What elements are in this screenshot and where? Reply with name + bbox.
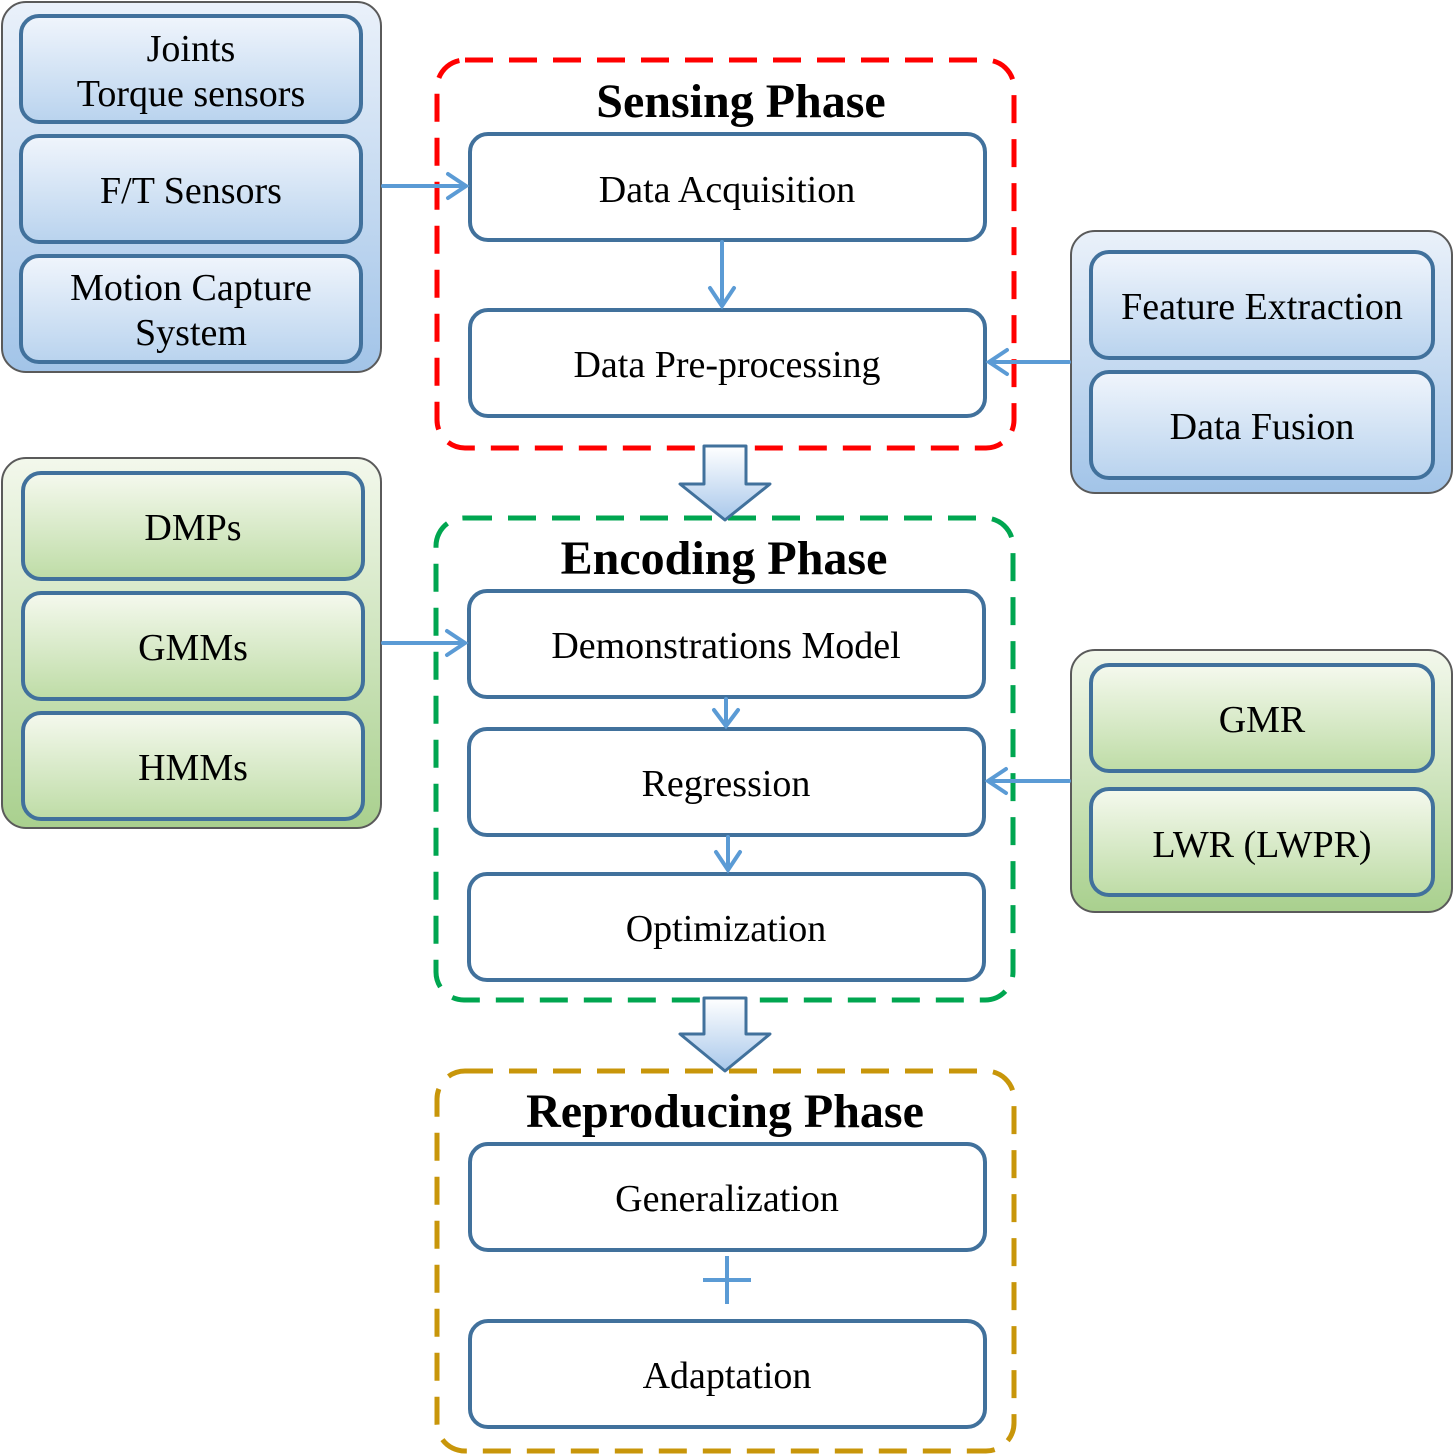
dmps-label: DMPs — [144, 507, 241, 549]
sensing-phase: Sensing Phase Data Acquisition Data Pre-… — [434, 57, 1017, 451]
block-arrow-sensing-to-encoding — [678, 444, 772, 522]
step-demonstrations-model: Demonstrations Model — [467, 589, 986, 699]
sensor-label-ft-sensors: F/T Sensors — [100, 170, 282, 212]
gmr-label: GMR — [1219, 699, 1306, 741]
hmms-label: HMMs — [138, 747, 248, 789]
arrow-demonstrations-to-regression — [712, 697, 740, 730]
arrow-acquisition-to-preprocessing — [708, 240, 736, 310]
preprocessing-item-data-fusion: Data Fusion — [1089, 370, 1435, 480]
step-optimization: Optimization — [467, 872, 986, 982]
encoding-phase-title: Encoding Phase — [561, 532, 888, 585]
optimization-label: Optimization — [626, 908, 827, 950]
gmms-label: GMMs — [138, 627, 248, 669]
arrow-features-to-preprocessing — [985, 348, 1071, 376]
preprocessing-group: Feature Extraction Data Fusion — [1070, 230, 1453, 494]
sensor-label-torque-sensors: Torque sensors — [77, 73, 305, 115]
data-fusion-label: Data Fusion — [1170, 406, 1355, 448]
sensing-phase-title: Sensing Phase — [596, 75, 885, 128]
plus-icon — [703, 1256, 751, 1304]
feature-extraction-label: Feature Extraction — [1121, 286, 1403, 328]
regression-group: GMR LWR (LWPR) — [1070, 649, 1453, 913]
sensor-label-motion-capture: Motion Capture — [70, 267, 312, 309]
sensor-item-ft-sensors: F/T Sensors — [19, 134, 363, 244]
data-acquisition-label: Data Acquisition — [599, 169, 855, 211]
regression-item-lwr: LWR (LWPR) — [1089, 787, 1435, 897]
step-data-preprocessing: Data Pre-processing — [468, 308, 987, 418]
sensor-item-motion-capture: Motion Capture System — [19, 254, 363, 364]
generalization-label: Generalization — [615, 1178, 839, 1220]
demonstrations-model-label: Demonstrations Model — [551, 625, 900, 667]
lwr-label: LWR (LWPR) — [1152, 824, 1371, 866]
block-arrow-encoding-to-reproducing — [678, 996, 772, 1073]
data-preprocessing-label: Data Pre-processing — [573, 344, 880, 386]
model-item-hmms: HMMs — [21, 711, 365, 821]
sensor-label-joints: Joints — [147, 28, 236, 70]
encoding-phase: Encoding Phase Demonstrations Model Regr… — [433, 515, 1016, 1003]
regression-item-gmr: GMR — [1089, 663, 1435, 773]
adaptation-label: Adaptation — [643, 1355, 812, 1397]
step-adaptation: Adaptation — [468, 1319, 987, 1429]
arrow-regression-to-optimization — [714, 835, 742, 874]
preprocessing-item-feature-extraction: Feature Extraction — [1089, 250, 1435, 360]
step-regression: Regression — [467, 727, 986, 837]
arrow-sensors-to-acquisition — [381, 172, 470, 200]
sensor-label-system: System — [135, 312, 247, 354]
sensor-item-joints-torque: Joints Torque sensors — [19, 14, 363, 124]
model-item-gmms: GMMs — [21, 591, 365, 701]
arrow-gmr-to-regression — [984, 767, 1071, 795]
model-item-dmps: DMPs — [21, 471, 365, 581]
sensors-group: Joints Torque sensors F/T Sensors Motion… — [1, 1, 382, 373]
step-data-acquisition: Data Acquisition — [468, 132, 987, 242]
step-generalization: Generalization — [468, 1142, 987, 1252]
reproducing-phase-title: Reproducing Phase — [526, 1085, 924, 1138]
regression-label: Regression — [642, 763, 811, 805]
arrow-models-to-demonstrations — [381, 629, 469, 657]
models-group: DMPs GMMs HMMs — [1, 457, 382, 829]
reproducing-phase: Reproducing Phase Generalization Adaptat… — [434, 1068, 1017, 1454]
